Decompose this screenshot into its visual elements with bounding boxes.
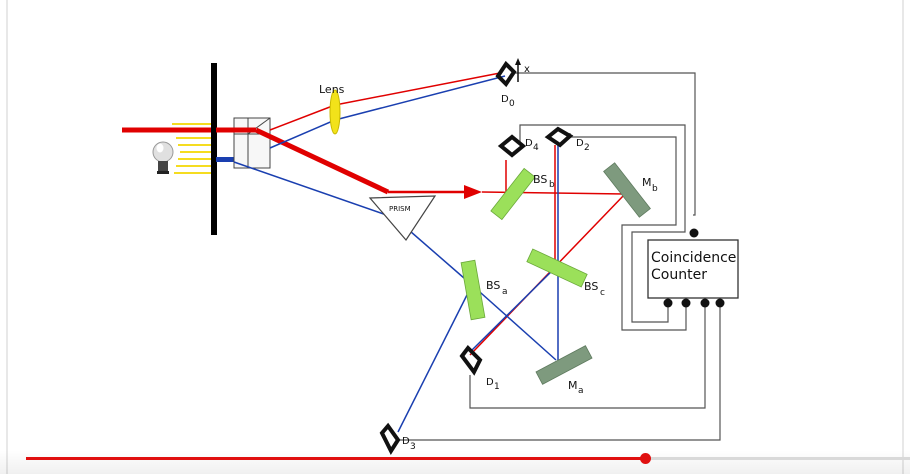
detector-d3: D 3 <box>379 422 416 456</box>
ma-label: M <box>568 379 578 392</box>
mirror-ma: M a <box>535 345 593 396</box>
detector-icon <box>497 134 527 158</box>
detector-icon <box>495 60 517 88</box>
detector-icon <box>544 126 574 148</box>
bsa-label: BS <box>486 279 500 292</box>
lens-label: Lens <box>319 83 345 96</box>
d0-label: D <box>501 94 509 105</box>
d4-label: D <box>525 138 533 149</box>
prism-icon: PRISM <box>368 195 437 241</box>
bsa-sub: a <box>502 287 508 297</box>
mirror-mb: M b <box>603 162 658 218</box>
detector-d4: D 4 <box>497 134 539 158</box>
mb-sub: b <box>652 184 658 194</box>
prism-label: PRISM <box>389 205 411 213</box>
beam-splitter-bsc: BS c <box>526 248 605 298</box>
detector-icon <box>459 344 483 376</box>
coincidence-counter: Coincidence Counter <box>647 228 739 308</box>
d2-sub: 2 <box>584 143 590 153</box>
detector-icon <box>379 422 401 456</box>
detector-d0: x D 0 <box>495 58 530 109</box>
bsb-sub: b <box>549 180 555 190</box>
bsc-label: BS <box>584 280 598 293</box>
detector-wiring <box>398 72 721 441</box>
detector-d2: D 2 <box>544 126 590 153</box>
bbo-crystal <box>233 117 271 169</box>
d0-sub: 0 <box>509 99 515 109</box>
d4-sub: 4 <box>533 143 539 153</box>
bsc-sub: c <box>600 288 605 298</box>
ma-sub: a <box>578 386 584 396</box>
lens-icon: Lens <box>319 83 345 135</box>
mb-label: M <box>642 176 652 189</box>
d1-label: D <box>486 377 494 388</box>
coincidence-label-line2: Counter <box>651 267 707 283</box>
video-player-controls <box>0 450 910 474</box>
video-progress-bar[interactable] <box>26 453 910 464</box>
d2-label: D <box>576 138 584 149</box>
progress-scrubber-handle[interactable] <box>639 453 651 464</box>
x-label: x <box>524 64 530 75</box>
d3-sub: 3 <box>410 442 416 452</box>
d1-sub: 1 <box>494 382 500 392</box>
d3-label: D <box>402 436 410 447</box>
progress-played <box>26 457 645 460</box>
bsb-label: BS <box>533 173 547 186</box>
coincidence-label-line1: Coincidence <box>651 250 736 266</box>
beam-paths <box>216 72 626 433</box>
beam-splitter-bsa: BS a <box>460 259 508 321</box>
slit-barrier <box>211 63 217 235</box>
detector-d1: D 1 <box>459 344 500 392</box>
beam-splitter-bsb: BS b <box>490 167 555 221</box>
